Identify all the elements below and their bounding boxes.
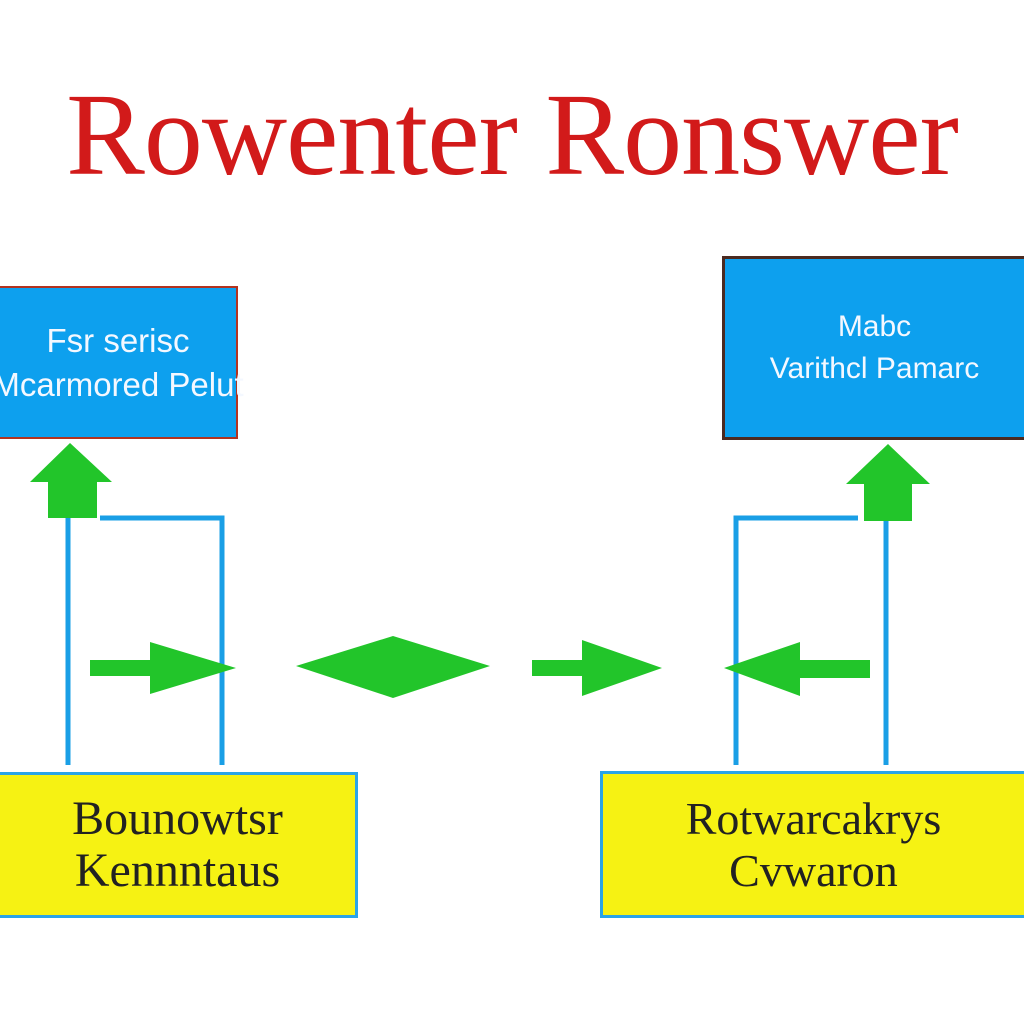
- top-right-process-box: Mabc Varithcl Pamarc: [722, 256, 1024, 440]
- left-right-arrow: [90, 642, 236, 694]
- bottom-right-box-label-line-2: Cvwaron: [729, 844, 898, 896]
- top-left-box-label-line-2: Mcarmored Pelut: [0, 365, 244, 403]
- top-left-process-box: Fsr serisc Mcarmored Pelut: [0, 286, 244, 439]
- right-left-arrow: [724, 642, 870, 696]
- left-connector-bracket: [65, 515, 225, 765]
- bottom-left-box-label-line-2: Kennntaus: [74, 844, 281, 897]
- left-up-arrow: [30, 443, 112, 518]
- bottom-left-process-box: Bounowtsr Kennntaus: [0, 772, 358, 918]
- center-diamond-arrow: [296, 636, 490, 698]
- bottom-right-process-box: Rotwarcakrys Cvwaron: [600, 771, 1024, 918]
- top-right-box-label-line-1: Mabc: [837, 310, 912, 343]
- right-bracket-inner-line: [733, 515, 858, 765]
- left-bracket-inner-line: [100, 515, 225, 765]
- right-connector-bracket: [733, 515, 889, 765]
- bottom-left-box-label-line-1: Bounowtsr: [72, 792, 283, 845]
- bottom-right-box-label-line-1: Rotwarcakrys: [685, 792, 942, 844]
- top-left-box-label-line-1: Fsr serisc: [46, 321, 190, 359]
- right-up-arrow: [846, 444, 930, 521]
- center-right-arrow: [532, 640, 662, 696]
- diagram-title: Rowenter Ronswer: [66, 69, 959, 200]
- top-right-box-label-line-2: Varithcl Pamarc: [769, 352, 980, 385]
